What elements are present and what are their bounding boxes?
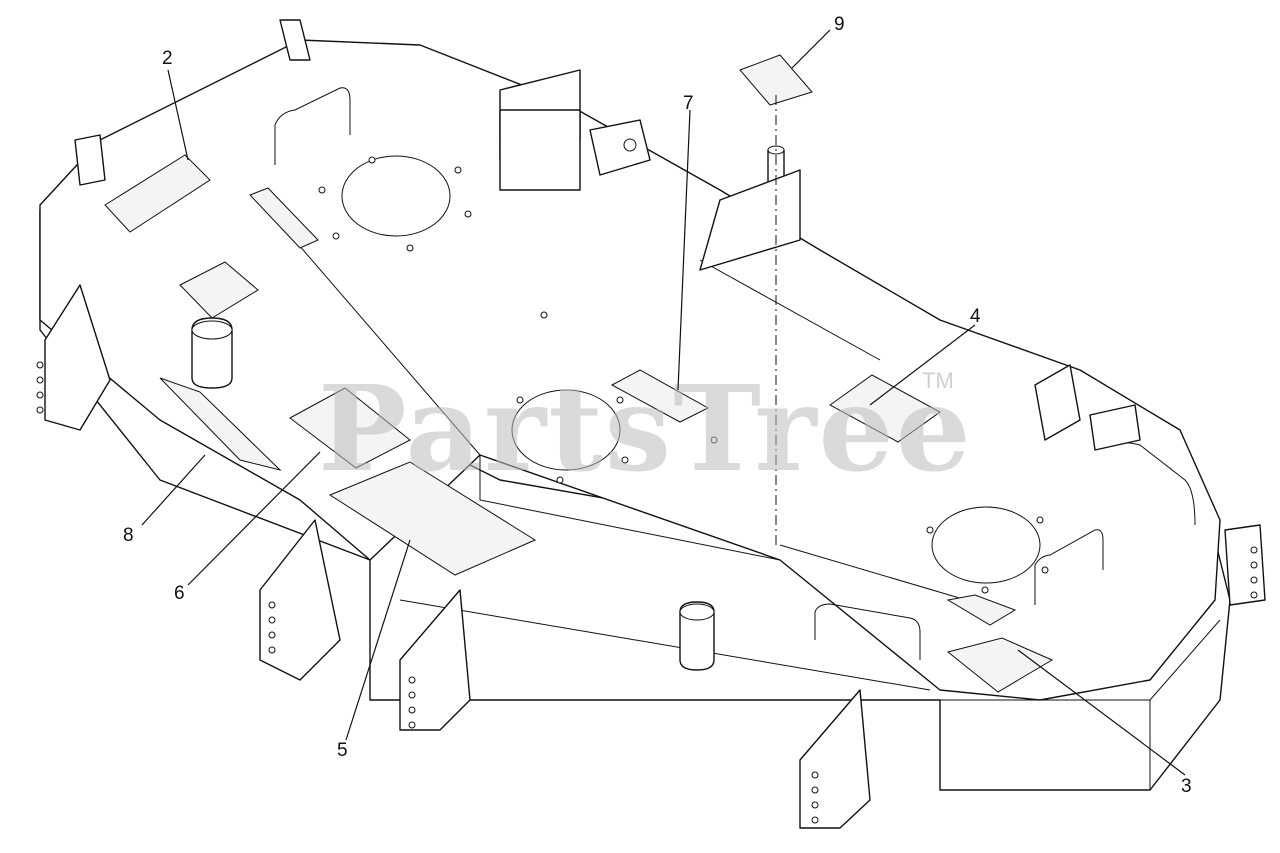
callout-9: 9: [834, 14, 845, 35]
leader-5: [345, 539, 411, 741]
decal-2: [104, 154, 211, 233]
spindle-hole-right: [931, 506, 1041, 584]
decal-safety-diamond: [179, 261, 259, 319]
callout-6: 6: [174, 583, 185, 604]
watermark-text: PartsTree: [318, 359, 973, 498]
decal-4: [829, 374, 941, 443]
spindle-hole-left: [341, 155, 451, 237]
decals: [104, 54, 1054, 693]
decal-6: [289, 387, 411, 469]
watermark-trademark: TM: [922, 368, 954, 393]
leader-lines: [141, 29, 1186, 776]
decal-8-logo: [159, 377, 282, 471]
callout-4: 4: [970, 306, 981, 327]
leader-6: [187, 451, 321, 586]
leader-7: [677, 109, 691, 391]
callout-3: 3: [1181, 776, 1192, 797]
leader-9: [791, 29, 831, 69]
callout-7: 7: [683, 93, 694, 114]
rear-brackets: [74, 19, 651, 191]
leader-2: [167, 69, 189, 161]
leader-8: [141, 454, 206, 526]
callout-2: 2: [162, 48, 173, 69]
front-brackets: [36, 284, 1266, 829]
decal-5: [328, 461, 537, 576]
decal-9: [739, 54, 813, 106]
decal-3: [946, 637, 1054, 693]
handles-and-pins: [191, 87, 1196, 671]
decal-7: [610, 369, 710, 423]
callout-8: 8: [123, 525, 134, 546]
decal-strip-right: [946, 594, 1017, 626]
bolt-holes: [318, 156, 1049, 594]
leader-4: [869, 324, 976, 406]
leader-3: [1017, 649, 1186, 776]
callout-5: 5: [337, 740, 348, 761]
spindle-hole-center: [511, 389, 621, 471]
decal-strip-left: [249, 187, 319, 249]
